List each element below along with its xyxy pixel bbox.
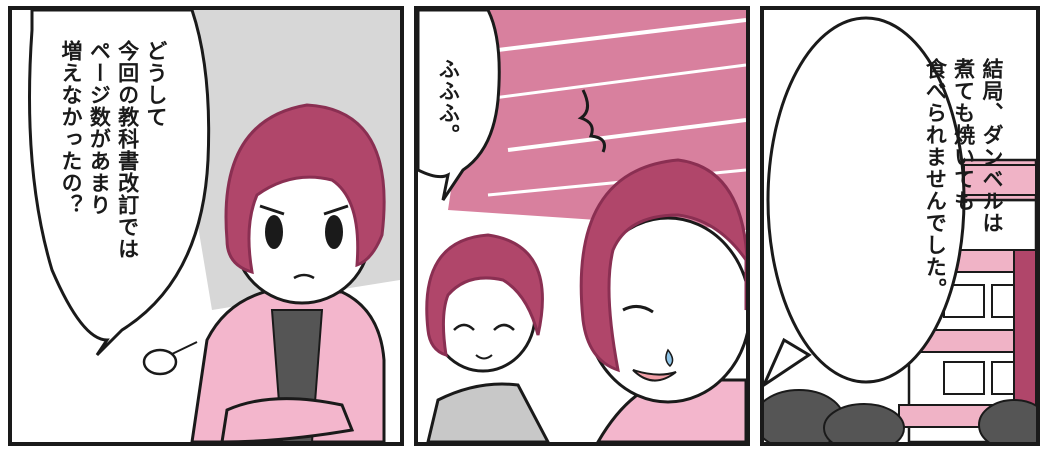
- panel-3-art: [764, 10, 1036, 442]
- panel-1-art: [12, 10, 400, 442]
- speech-bubble-text-2: ふふふ。: [436, 58, 461, 146]
- panel-2: ふふふ。: [414, 6, 750, 446]
- panel-2-art: [418, 10, 746, 442]
- speech-bubble-text-1: どうして 今回の教科書改訂では ページ数があまり 増えなかったの？: [58, 40, 168, 260]
- panel-1: どうして 今回の教科書改訂では ページ数があまり 増えなかったの？: [8, 6, 404, 446]
- panel-3: 結局、ダンベルは 煮ても焼いても 食べられませんでした。: [760, 6, 1040, 446]
- speech-bubble-text-3: 結局、ダンベルは 煮ても焼いても 食べられませんでした。: [923, 58, 1004, 300]
